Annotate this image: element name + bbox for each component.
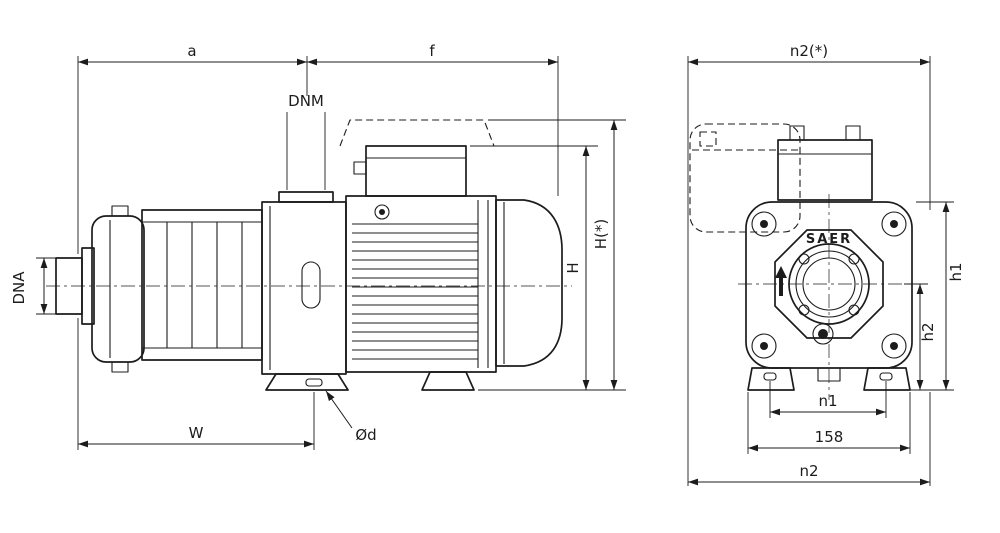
casing-body [261,201,347,375]
cable-gland [353,161,367,175]
end-cap-lug-bottom [111,361,129,373]
suction-port [55,247,95,325]
flange-bolt-hole [848,253,860,265]
pump-body-front: SAER [745,201,913,369]
dimension-dna: DNA [10,257,58,315]
front-foot-right [863,367,911,391]
dimension-a: a [77,42,308,254]
dimension-n2-star: n2(*) [687,42,931,486]
dim-label-h-star: H(*) [592,219,610,249]
dimension-h-star: H(*) [488,119,626,390]
dimension-n2: n2 [688,392,931,486]
motor-foot [421,371,475,391]
terminal-box-alt-position [339,119,495,147]
flange-ring [788,243,870,325]
stack-body [141,209,263,361]
dim-label-n2-star: n2(*) [790,42,828,60]
port-bore [802,257,856,311]
fan-cover [495,199,563,367]
dim-label-f: f [429,42,435,60]
side-view: a f DNM DNA W [10,42,626,450]
drain-plug-center [818,329,828,339]
terminal-box-front-body [777,139,873,201]
front-feet [747,367,911,391]
corner-bolt-center [890,342,898,350]
dim-label-w: W [189,424,204,442]
dimension-w: W [77,318,315,450]
dim-label-h: H [564,262,582,273]
dimension-dnm: DNM [286,92,326,190]
brand-text: SAER [806,232,852,247]
dimension-h1: h1 [902,201,965,391]
terminal-box-body [365,145,467,197]
dim-label-dnm: DNM [288,92,324,110]
dim-label-n2: n2 [799,462,818,480]
front-foot-left [747,367,795,391]
side-feet [265,371,475,391]
dim-label-n1: n1 [818,392,837,410]
dim-label-h2: h2 [919,322,937,341]
dimension-n1: n1 [769,381,887,418]
corner-bolt [751,333,777,359]
casing-slot [301,261,321,309]
motor-gland-center [379,209,385,215]
terminal-box [339,119,495,197]
delivery-casing [261,191,347,375]
dimension-h2: h2 [904,283,937,390]
leader-line [325,390,353,429]
terminal-box-lug-left [789,125,805,141]
discharge-flange [278,191,334,203]
dimension-h: H [470,145,626,391]
terminal-box-alt-front [689,123,801,233]
terminal-box-front [777,125,873,201]
front-view: SAER n2(*) h1 [687,42,965,486]
suction-flange [81,247,95,325]
dimension-od: Ød [325,390,377,444]
corner-bolt-center [760,220,768,228]
foot-slot-right [879,372,893,381]
drain-plug [812,323,834,345]
corner-bolt [751,211,777,237]
dimension-f: f [307,42,559,196]
corner-bolt [881,211,907,237]
dim-label-a: a [187,42,196,60]
dimension-158: 158 [747,392,911,454]
port-ring [795,250,863,318]
rotation-arrow-icon [775,266,787,296]
suction-end-cap [91,205,145,373]
flange-bolt-hole [798,253,810,265]
dim-label-od: Ød [355,426,376,444]
motor-gland [374,204,390,220]
terminal-box-lug-right [845,125,861,141]
dim-label-h1: h1 [947,262,965,281]
pump-foot [265,373,349,391]
center-tab [817,367,841,382]
fan-cover-shell [495,199,563,367]
alt-cover-lug [699,131,717,147]
corner-bolt [881,333,907,359]
pump-foot-slot [305,378,323,387]
corner-bolt-center [890,220,898,228]
end-cap-body [91,215,145,363]
stage-stack [141,209,263,361]
corner-bolt-center [760,342,768,350]
foot-slot-left [763,372,777,381]
dim-label-158: 158 [815,428,844,446]
flange-bolt-hole [798,304,810,316]
dim-label-dna: DNA [10,271,28,305]
alt-cover-outline [689,123,801,233]
end-cap-lug-top [111,205,129,217]
motor-frame [345,195,497,373]
motor-body [345,195,497,373]
flange-octagon [774,229,884,339]
flange-bolt-hole [848,304,860,316]
